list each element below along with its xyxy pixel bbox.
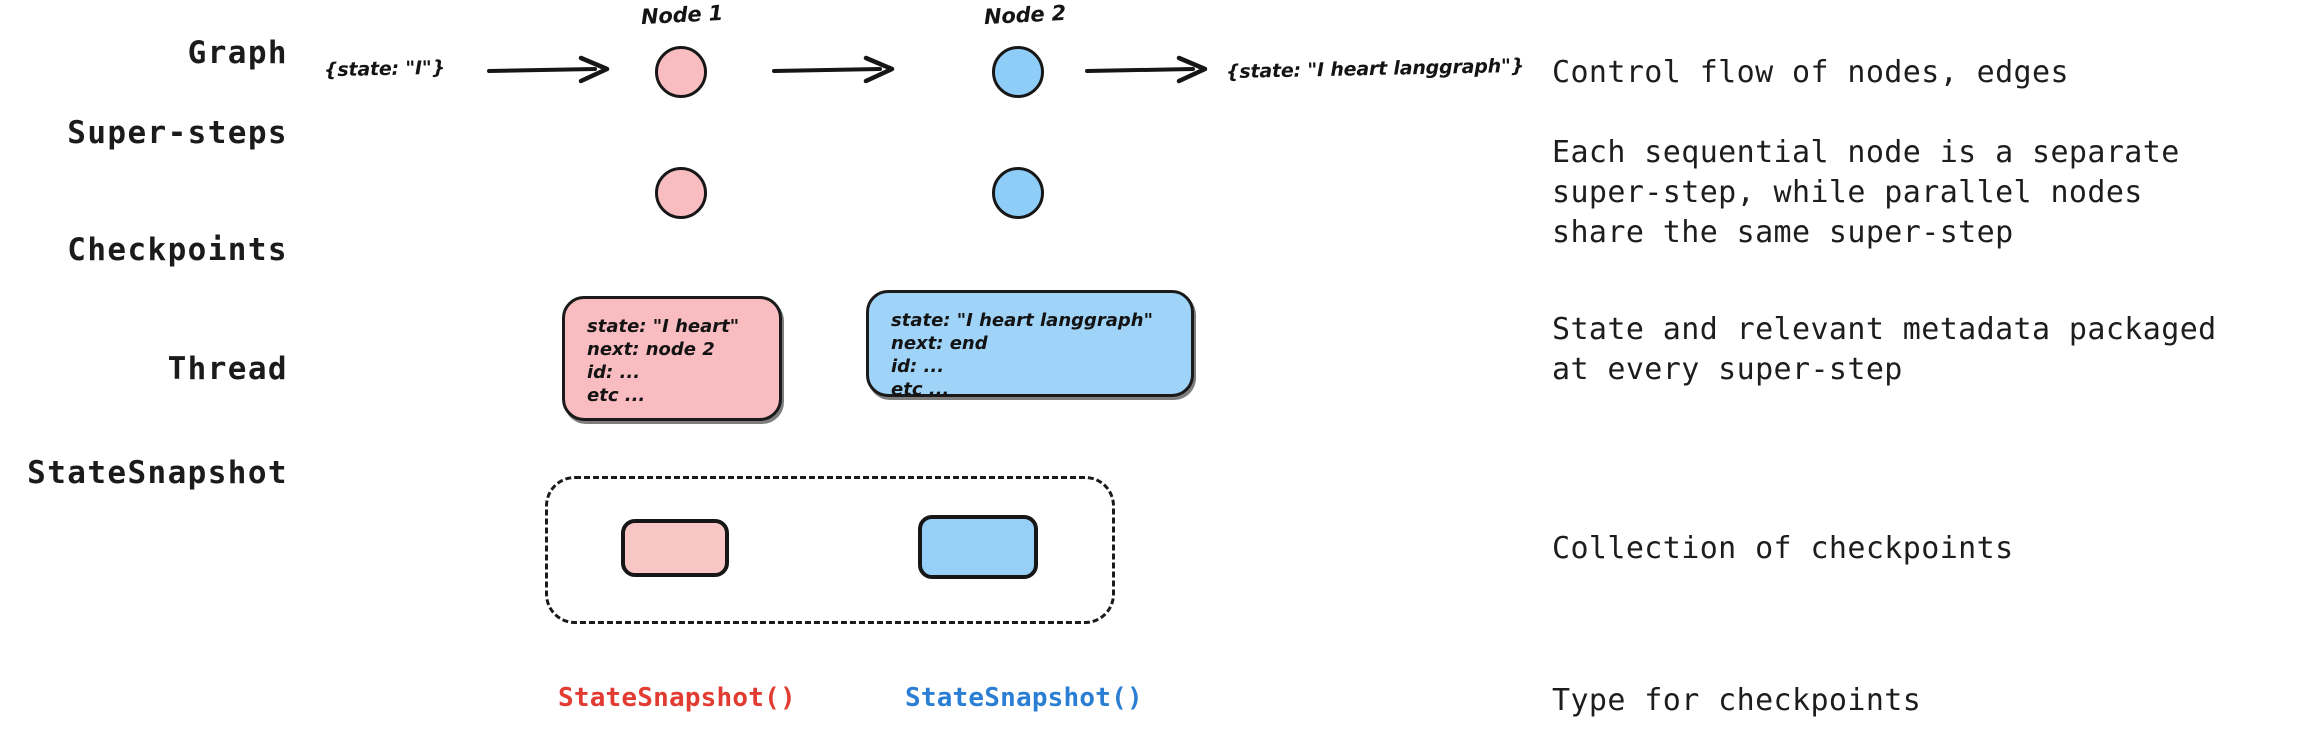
node2-caption: Node 2 — [983, 0, 1067, 30]
thread-checkpoint-chip-2 — [918, 515, 1038, 579]
state-output-annotation: {state: "I heart langgraph"} — [1225, 54, 1525, 84]
thread-container — [545, 476, 1115, 624]
edge-arrow-1 — [487, 55, 612, 86]
row-label-state-snapshot: StateSnapshot — [27, 454, 288, 491]
description-state-snapshot: Type for checkpoints — [1552, 683, 1922, 718]
description-graph: Control flow of nodes, edges — [1552, 55, 2069, 90]
row-label-graph: Graph — [187, 34, 288, 71]
checkpoint-card-2: state: "I heart langgraph" next: end id:… — [866, 290, 1194, 400]
description-thread: Collection of checkpoints — [1552, 531, 2014, 566]
node1-caption: Node 1 — [640, 0, 724, 30]
thread-checkpoint-chip-1 — [621, 519, 729, 577]
row-label-checkpoints: Checkpoints — [67, 231, 288, 268]
graph-node-2 — [992, 46, 1044, 98]
state-snapshot-instance-2: StateSnapshot() — [905, 683, 1143, 713]
edge-arrow-2 — [772, 55, 897, 86]
super-step-node-1 — [655, 167, 707, 219]
row-label-super-steps: Super-steps — [67, 114, 288, 151]
description-super-steps: Each sequential node is a separate super… — [1552, 135, 2180, 250]
state-snapshot-instance-1: StateSnapshot() — [558, 683, 796, 713]
super-step-node-2 — [992, 167, 1044, 219]
checkpoint-card-1: state: "I heart" next: node 2 id: ... et… — [562, 296, 782, 421]
graph-node-1 — [655, 46, 707, 98]
row-label-thread: Thread — [167, 350, 288, 387]
edge-arrow-3 — [1085, 55, 1210, 86]
description-checkpoints: State and relevant metadata packaged at … — [1552, 312, 2217, 387]
state-input-annotation: {state: "I"} — [323, 56, 446, 82]
